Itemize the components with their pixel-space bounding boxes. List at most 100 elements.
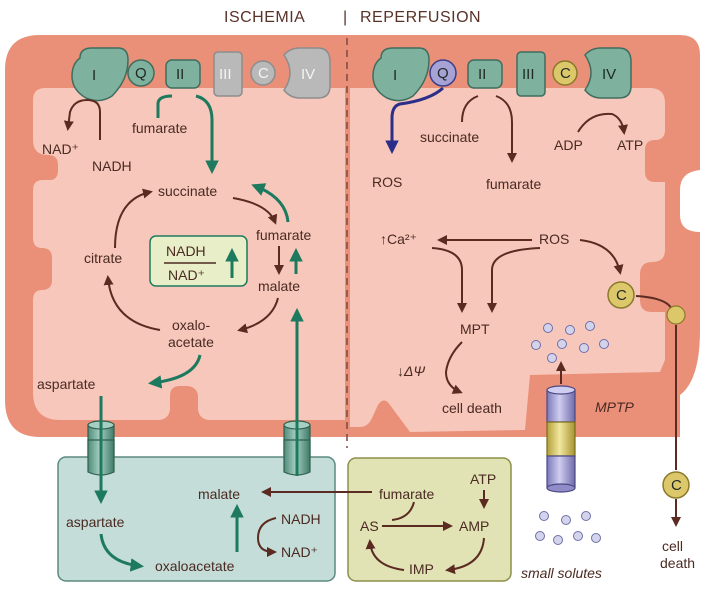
acetate-label: acetate — [168, 334, 214, 350]
malate-to-oxaloacetate-arrow — [237, 297, 279, 334]
fumarate-top-label: fumarate — [132, 120, 187, 136]
fumarate-to-cii-arrow — [156, 94, 173, 118]
adp-label: ADP — [554, 137, 583, 153]
fumarate-to-succinate-arrow — [251, 183, 290, 223]
as-label: AS — [360, 518, 379, 534]
nadh-ratio-box — [149, 235, 248, 287]
calcium-to-mpt-arrow — [431, 247, 467, 313]
aspartate-box-label: aspartate — [66, 514, 125, 530]
nad-plus-label: NAD⁺ — [42, 141, 79, 157]
solute-dots-top — [531, 321, 609, 363]
complex-i-reperfusion — [372, 47, 430, 102]
adp-to-atp-arrow — [577, 112, 628, 135]
complex-iii-label: III — [219, 66, 232, 83]
complex-ii-r-label: II — [478, 66, 486, 83]
malate-label: malate — [258, 278, 300, 294]
complex-ii-ischemia — [165, 59, 201, 89]
complex-ii-label: II — [176, 66, 184, 83]
atp-r-label: ATP — [617, 137, 643, 153]
cii-to-fumarate-arrow — [495, 95, 517, 163]
fumarate-label: fumarate — [256, 227, 311, 243]
ros-mid-label: ROS — [539, 231, 569, 247]
reperfusion-header: REPERFUSION — [360, 9, 481, 26]
cytochrome-c-r-label: C — [560, 65, 571, 82]
oxalo-label: oxalo- — [172, 317, 210, 333]
ros-top-label: ROS — [372, 174, 402, 190]
mptp-top — [546, 389, 576, 423]
complex-iii-reperfusion — [516, 51, 546, 97]
fumarate-r-label: fumarate — [486, 176, 541, 192]
complex-iii-r-label: III — [522, 66, 535, 83]
complex-iv-reperfusion — [584, 47, 632, 99]
nadh-box-label: NADH — [281, 511, 321, 527]
ros-production-arrow — [385, 86, 445, 155]
succinate-to-cii-arrow — [461, 95, 479, 123]
cytc-cytosol-label: C — [671, 477, 682, 494]
solute-dots-bottom — [535, 511, 601, 545]
aspartate-label: aspartate — [37, 376, 96, 392]
ratio-numerator: NADH — [166, 243, 206, 259]
cytochrome-c-label: C — [258, 65, 269, 82]
ros-to-mpt-arrow — [487, 247, 541, 313]
mpt-label: MPT — [460, 321, 490, 337]
mptp-label: MPTP — [595, 399, 635, 415]
cytc-released-label: C — [616, 287, 627, 304]
mptp-cap — [546, 385, 576, 395]
cytc-cytosol — [662, 471, 690, 499]
nadh-label: NADH — [92, 158, 132, 174]
calcium-label: ↑Ca²⁺ — [380, 231, 417, 247]
complex-ii-reperfusion — [467, 59, 503, 89]
mpt-to-death-arrow — [444, 341, 463, 394]
malate-box-label: malate — [198, 486, 240, 502]
oxaloacetate-box-label: oxaloacetate — [155, 558, 235, 574]
purine-cycle-box — [347, 457, 512, 582]
nadh-oxidation-arrow — [63, 98, 101, 140]
succinate-r-label: succinate — [420, 129, 479, 145]
cytochrome-c-ischemia — [250, 60, 276, 86]
cell-death-label: cell death — [442, 400, 502, 416]
cytc-released — [607, 281, 635, 309]
citrate-label: citrate — [84, 250, 122, 266]
oxaloacetate-to-aspartate-arrow — [147, 354, 202, 389]
cell-death2-line2: death — [660, 555, 695, 571]
mptp-middle — [546, 421, 576, 457]
nad-plus-box-label: NAD⁺ — [281, 544, 318, 560]
cytochrome-c-reperfusion — [552, 60, 578, 86]
ischemia-header: ISCHEMIA — [224, 9, 305, 26]
complex-iv-r-label: IV — [602, 66, 616, 83]
nadh-to-nad-arrow — [256, 517, 277, 557]
ros-to-cytc-arrow — [579, 239, 624, 275]
cell-death2-line1: cell — [662, 538, 683, 554]
imp-label: IMP — [409, 561, 434, 577]
amp-to-imp-arrow — [445, 537, 485, 575]
oxaloacetate-to-citrate-arrow — [103, 275, 161, 331]
complex-iii-ischemia — [213, 51, 243, 97]
mptp-base — [546, 483, 576, 493]
cii-to-succinate-arrow — [195, 94, 219, 175]
succinate-to-fumarate-arrow — [232, 197, 278, 225]
aspartate-to-oxaloacetate-arrow — [99, 533, 145, 572]
complex-iv-label: IV — [301, 66, 315, 83]
mptp-bottom — [546, 455, 576, 489]
fumarate-purine-label: fumarate — [379, 486, 434, 502]
complex-i-r-label: I — [393, 67, 397, 84]
quinone-label: Q — [135, 65, 147, 82]
complex-iv-ischemia — [283, 47, 331, 99]
amp-label: AMP — [459, 518, 489, 534]
quinone-ischemia — [127, 59, 155, 87]
imp-to-as-arrow — [365, 539, 405, 571]
succinate-label: succinate — [158, 183, 217, 199]
quinone-r-label: Q — [437, 65, 449, 82]
ratio-denominator: NAD⁺ — [168, 267, 205, 283]
complex-i-label: I — [92, 67, 96, 84]
fumarate-branch-line — [391, 501, 415, 521]
small-solutes-label: small solutes — [521, 565, 602, 581]
citrate-to-succinate-arrow — [114, 188, 153, 249]
header-divider: | — [343, 9, 348, 26]
cytc-small-particle — [666, 305, 686, 325]
delta-psi-label: ↓ΔΨ — [397, 363, 425, 379]
quinone-reperfusion — [429, 59, 457, 87]
atp-purine-label: ATP — [470, 471, 496, 487]
complex-i-ischemia — [71, 47, 129, 102]
